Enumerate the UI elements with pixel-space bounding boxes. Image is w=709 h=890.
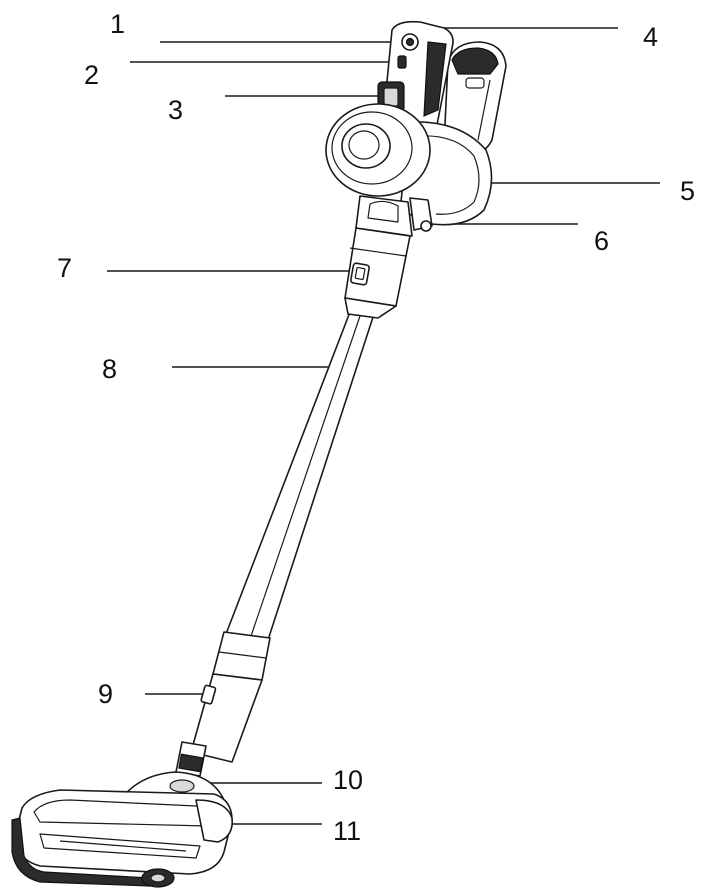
tube-body [225, 311, 375, 641]
front-wheel-hub [150, 873, 166, 883]
callout-8: 8 [102, 354, 117, 384]
callout-2: 2 [84, 60, 99, 90]
swivel-neck-pivot [169, 779, 195, 793]
upper-collar [344, 297, 397, 319]
battery-top-latch [451, 47, 499, 75]
callout-numbers: 1 2 3 4 5 6 7 8 9 10 11 [57, 9, 695, 846]
lower-tube-section [175, 631, 271, 777]
dust-bin-cap-inner [348, 130, 380, 160]
lower-coupler [212, 631, 271, 681]
callout-3: 3 [168, 95, 183, 125]
mode-indicator [397, 55, 407, 69]
callout-9: 9 [98, 679, 113, 709]
extension-tube [225, 311, 375, 641]
upper-connector-band [349, 247, 407, 257]
motor-housing-ring [417, 135, 480, 215]
dust-bin-ring [331, 111, 413, 185]
handle-grip [423, 41, 447, 117]
callout-11: 11 [333, 816, 361, 846]
callout-4: 4 [643, 22, 658, 52]
callout-7: 7 [57, 253, 72, 283]
callout-1: 1 [110, 9, 125, 39]
battery-grip-line [477, 79, 491, 141]
floor-brush-head [11, 771, 234, 888]
release-button-upper [350, 262, 370, 286]
lower-coupler-band [218, 651, 267, 659]
upper-tube-connector [344, 227, 411, 319]
power-button-center [405, 37, 415, 47]
brush-head-side-cap [195, 799, 234, 843]
release-button-upper-inner [354, 266, 366, 281]
callout-5: 5 [680, 176, 695, 206]
housing-lower-joint-detail [367, 200, 399, 223]
tube-highlight [250, 315, 361, 637]
bin-release-knob [420, 220, 432, 232]
battery-release [465, 77, 485, 89]
brush-head-window [39, 833, 201, 859]
trigger-button-inner [383, 87, 399, 107]
brush-head-window-line [59, 840, 187, 852]
callout-6: 6 [594, 226, 609, 256]
release-button-lower [200, 684, 217, 705]
callout-10: 10 [333, 765, 363, 795]
brush-head-body [13, 789, 233, 875]
handheld-unit [325, 20, 507, 237]
neck-joint-dark [178, 753, 204, 773]
